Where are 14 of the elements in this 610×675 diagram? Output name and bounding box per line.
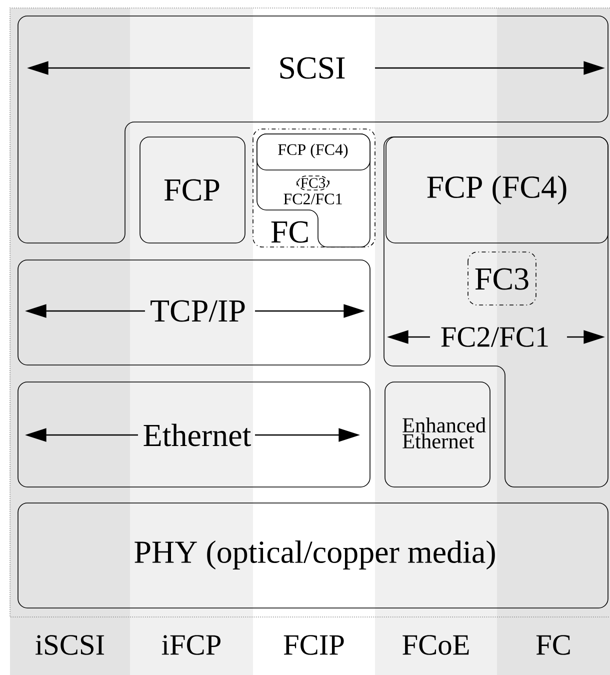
protocol-box: PHY (optical/copper media)	[18, 502, 608, 608]
protocol-box: FC3	[468, 252, 536, 306]
column-label: FCoE	[402, 635, 469, 655]
protocol-box: Ethernet	[18, 382, 370, 488]
protocol-box: FCP (FC4)	[256, 134, 370, 170]
column-label: FC	[536, 635, 570, 655]
protocol-box: FC3	[296, 176, 330, 190]
protocol-box: FCP (FC4)	[386, 136, 608, 244]
protocol-box: Enhanced Ethernet	[384, 382, 490, 488]
column-label: iFCP	[162, 635, 220, 655]
protocol-box: FCP	[140, 136, 246, 244]
column-label: iSCSI	[36, 635, 104, 655]
protocol-box: TCP/IP	[18, 260, 370, 366]
column-label: FCIP	[284, 635, 344, 655]
